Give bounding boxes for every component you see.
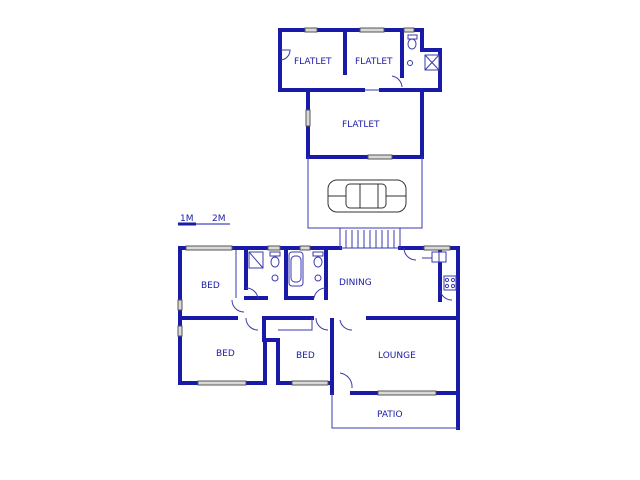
flatlet-window-1 [304, 27, 318, 33]
kitchen-window [423, 245, 451, 251]
bed2-window-south [197, 380, 247, 386]
kitchen-door-arc [403, 247, 417, 261]
stove-icon [443, 275, 457, 291]
room-label-bed-1: BED [201, 281, 220, 291]
basin-icon [271, 274, 279, 282]
bed3-door-arc [315, 317, 329, 331]
scullery-door-arc [439, 289, 453, 301]
scale-bar: 1M 2M [178, 214, 230, 226]
bathtub-icon [288, 251, 304, 287]
flatlet-window-5 [367, 154, 393, 160]
room-label-patio: PATIO [377, 410, 403, 420]
shower-icon [248, 251, 264, 269]
bed1-door-arc [231, 299, 245, 313]
patio-outline [331, 393, 458, 429]
main-house: BED BED BED DINING LOUNGE PATIO [177, 227, 460, 430]
bath-window-2 [299, 245, 311, 251]
basin-icon [407, 60, 413, 66]
room-label-dining: DINING [339, 278, 372, 288]
toilet-icon [312, 251, 324, 268]
scale-label-1m: 1M [180, 214, 194, 224]
dining-door-arc [313, 287, 327, 299]
room-label-flatlet-b: FLATLET [355, 57, 393, 67]
car-icon [327, 179, 407, 213]
toilet-icon [407, 34, 418, 50]
bed1-window-north [185, 245, 233, 251]
bed3-window-south [291, 380, 329, 386]
room-label-flatlet-a: FLATLET [294, 57, 332, 67]
carport [307, 157, 423, 229]
flatlet-door-left [280, 49, 291, 61]
scale-label-2m: 2M [212, 214, 226, 224]
flatlet-window-3 [403, 27, 415, 33]
bath-door-arc [245, 287, 259, 299]
room-label-bed-3: BED [296, 351, 315, 361]
staircase-icon [339, 227, 401, 249]
lounge-window-south [377, 390, 437, 396]
sink-icon [431, 251, 447, 263]
patio-door-arc [339, 372, 353, 389]
lounge-door-arc [339, 319, 353, 331]
passage-line [278, 318, 313, 331]
flatlet-window-4 [305, 109, 311, 127]
shower-icon [424, 54, 440, 71]
bed2-window-west [177, 325, 183, 337]
room-label-bed-2: BED [216, 349, 235, 359]
flatlet-window-2 [359, 27, 385, 33]
bath-window-1 [267, 245, 281, 251]
basin-icon [314, 274, 322, 282]
room-label-lounge: LOUNGE [378, 351, 416, 361]
room-label-flatlet-c: FLATLET [342, 120, 380, 130]
bed1-window-west [177, 299, 183, 311]
toilet-icon [269, 251, 281, 268]
flatlet-door-right [391, 75, 403, 88]
flatlet-block: FLATLET FLATLET FLATLET [278, 27, 442, 160]
bed2-door-arc [245, 317, 259, 331]
